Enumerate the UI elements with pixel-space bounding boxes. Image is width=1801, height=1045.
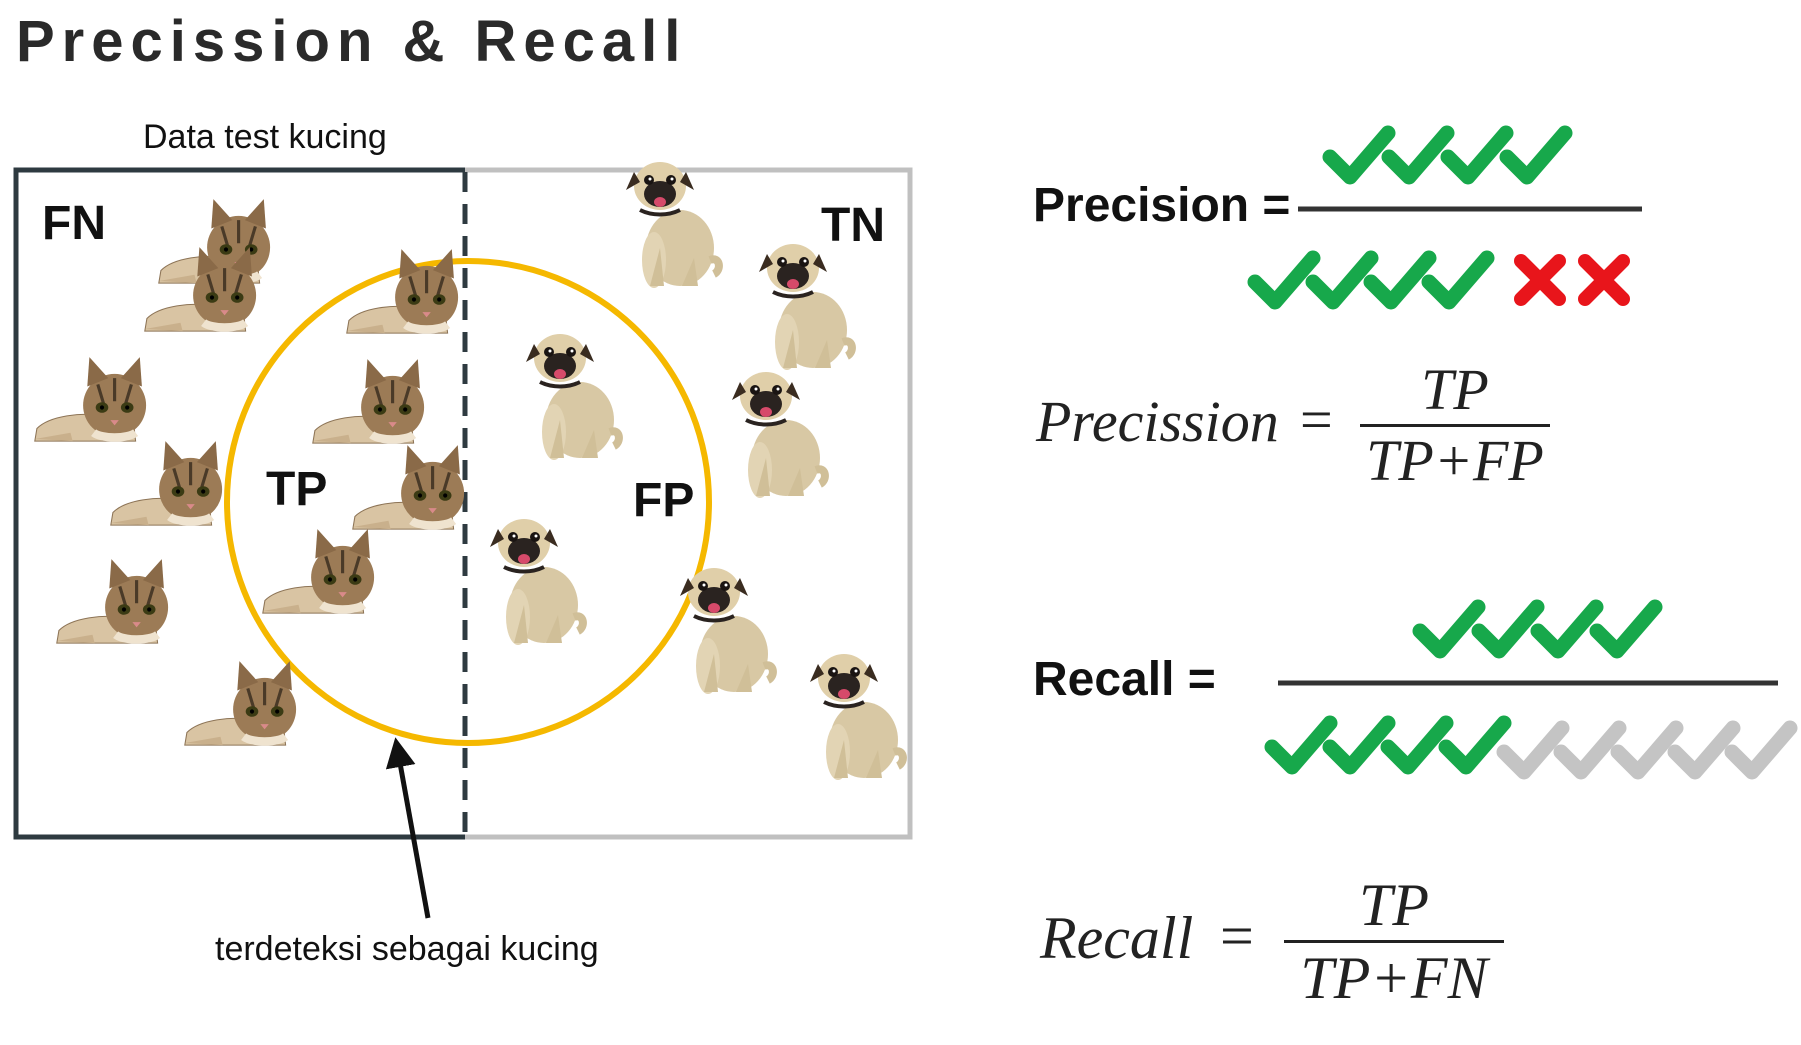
precision-formula: Precission = TP TP+FP	[1036, 358, 1556, 498]
cat-icon	[347, 249, 458, 333]
precision-formula-bar	[1360, 424, 1550, 427]
check-icon	[1264, 715, 1338, 775]
recall-formula-eq: =	[1220, 903, 1254, 969]
data-test-caption: Data test kucing	[143, 118, 387, 156]
gray-check-icon	[1553, 720, 1627, 780]
precision-label: Precision =	[1033, 179, 1291, 232]
recall-formula-denominator: TP+FN	[1300, 945, 1488, 1011]
recall-formula-numerator: TP	[1358, 872, 1430, 938]
precision-formula-lhs: Precission	[1036, 389, 1279, 454]
check-icon	[1530, 599, 1604, 659]
check-icon	[1305, 250, 1379, 310]
recall-label: Recall =	[1033, 653, 1216, 706]
cat-icon	[111, 441, 222, 525]
check-icon	[1412, 599, 1486, 659]
dog-icon	[759, 244, 852, 370]
cat-icon	[263, 529, 374, 613]
check-icon	[1438, 715, 1512, 775]
region-tp-label: TP	[266, 463, 328, 516]
precision-formula-denominator: TP+FP	[1366, 428, 1544, 493]
negative-class-frame	[465, 167, 913, 840]
check-icon	[1471, 599, 1545, 659]
gray-check-icon	[1724, 720, 1798, 780]
pointer-arrow	[385, 737, 431, 919]
positive-class-frame	[13, 167, 465, 840]
check-icon	[1363, 250, 1437, 310]
check-icon	[1322, 715, 1396, 775]
dog-icon	[526, 334, 619, 460]
cat-icon	[35, 357, 146, 441]
region-tn-label: TN	[821, 199, 885, 252]
cat-icon	[145, 247, 256, 331]
dog-icon	[490, 519, 583, 645]
page-title: Precission & Recall	[16, 9, 688, 74]
region-fp-label: FP	[633, 474, 695, 527]
recall-formula: Recall = TP TP+FN	[1040, 872, 1560, 1016]
cross-icon	[1514, 254, 1566, 306]
dog-icon	[810, 654, 903, 780]
gray-check-icon	[1610, 720, 1684, 780]
check-icon	[1499, 125, 1573, 185]
precision-formula-eq: =	[1300, 387, 1333, 452]
recall-formula-lhs: Recall	[1040, 905, 1194, 971]
cat-icon	[353, 445, 464, 529]
dog-icon	[626, 162, 719, 288]
cross-icon	[1578, 254, 1630, 306]
gray-check-icon	[1667, 720, 1741, 780]
check-icon	[1247, 250, 1321, 310]
recall-formula-bar	[1284, 940, 1504, 943]
cat-icon	[185, 661, 296, 745]
region-fn-label: FN	[42, 197, 106, 250]
check-icon	[1440, 125, 1514, 185]
check-icon	[1381, 125, 1455, 185]
gray-check-icon	[1496, 720, 1570, 780]
check-icon	[1421, 250, 1495, 310]
precision-formula-numerator: TP	[1421, 357, 1489, 422]
cat-icon	[313, 359, 424, 443]
check-icon	[1589, 599, 1663, 659]
cat-icon	[57, 559, 168, 643]
detected-caption: terdeteksi sebagai kucing	[215, 930, 599, 968]
prediction-circle	[224, 258, 712, 746]
check-icon	[1322, 125, 1396, 185]
dog-icon	[732, 372, 825, 498]
check-icon	[1380, 715, 1454, 775]
dog-icon	[680, 568, 773, 694]
